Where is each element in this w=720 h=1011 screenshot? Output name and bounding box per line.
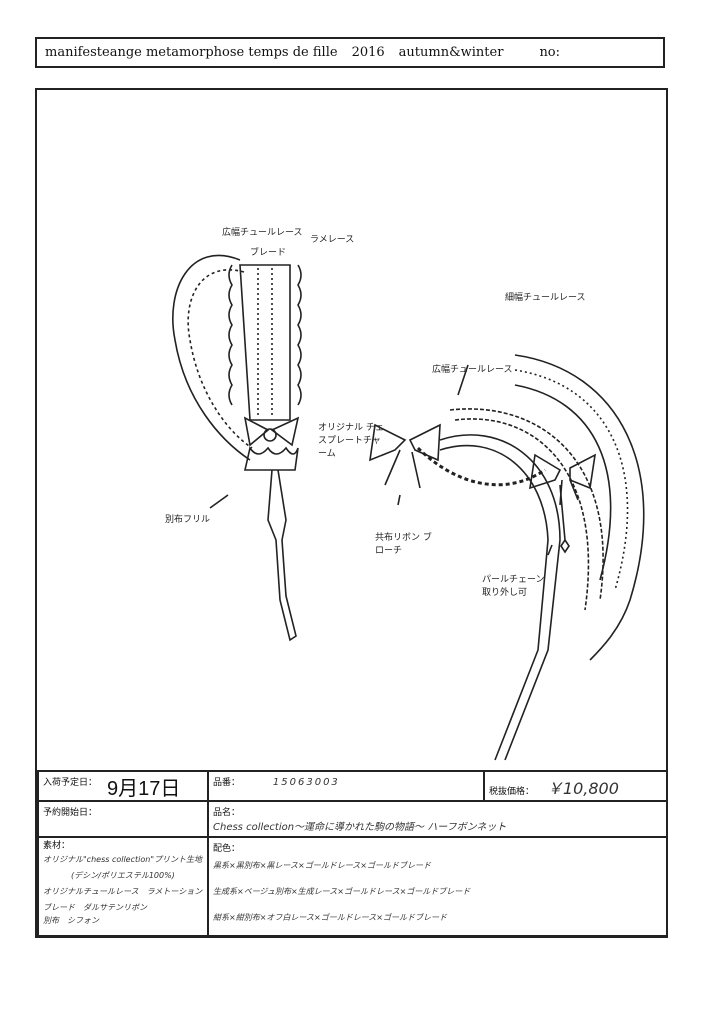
year: 2016 <box>351 45 385 60</box>
item-no-label: 品番： <box>213 778 241 788</box>
item-no-value: 15063003 <box>272 777 340 788</box>
bonnet-bow <box>243 416 300 447</box>
annotation-charm: オリジナル チェスプレートチャーム <box>318 423 384 459</box>
season: autumn&winter <box>398 45 504 60</box>
drawing-frame <box>35 88 668 938</box>
annotation-lame-lace: ラメレース <box>310 235 355 245</box>
bonnet-arc-outer <box>514 354 645 661</box>
name-label: 品名： <box>213 808 241 818</box>
bonnet-side-brim <box>172 254 251 461</box>
material-item: ブレード ダルサテンリボン <box>43 903 147 912</box>
pearl-chain <box>416 446 546 487</box>
price-value: ￥10,800 <box>546 779 619 798</box>
bonnet-arc-frill <box>449 408 604 611</box>
color-label: 配色： <box>213 844 241 854</box>
price-label: 税抜価格： <box>489 787 535 797</box>
number-label: no: <box>539 45 561 60</box>
name-value: Chess collection〜運命に導かれた駒の物語〜 ハーフボンネット <box>213 822 507 833</box>
spec-table: 入荷予定日： 9月17日 品番： 15063003 税抜価格： ￥10,800 … <box>37 770 668 937</box>
brand-title: manifesteange metamorphose temps de fill… <box>45 45 338 60</box>
color-option: 生成系×ベージュ別布×生成レース×ゴールドレース×ゴールドブレード <box>213 887 471 896</box>
annotation-wide-tulle-lace: 広幅チュールレース <box>222 228 303 238</box>
annotation-narrow-tulle-lace: 細幅チュールレース <box>505 293 586 303</box>
bonnet-lower-frill <box>243 446 299 471</box>
bonnet-band <box>239 264 291 421</box>
annotation-ribbon-brooch: 共布リボン ブローチ <box>375 533 432 556</box>
annotation-braid: ブレード <box>250 248 287 258</box>
bow-left <box>369 423 441 489</box>
arrival-label: 入荷予定日： <box>43 778 98 788</box>
material-label: 素材： <box>43 841 71 851</box>
reservation-label: 予約開始日： <box>43 808 98 818</box>
annotation-fabric-frill: 別布フリル <box>165 515 211 525</box>
material-item: オリジナル"chess collection"プリント生地 <box>43 855 203 864</box>
bonnet-frill <box>228 264 302 406</box>
material-item: 別布 シフォン <box>43 916 99 925</box>
color-option: 紺系×紺別布×オフ白レース×ゴールドレース×ゴールドブレード <box>213 913 448 922</box>
arrival-value: 9月17日 <box>107 778 181 800</box>
color-option: 黒系×黒別布×黒レース×ゴールドレース×ゴールドブレード <box>213 861 432 870</box>
sheet-header: manifesteange metamorphose temps de fill… <box>35 37 665 68</box>
bonnet-headband <box>439 434 561 761</box>
bonnet-ribbon <box>267 469 297 642</box>
material-item: (デシン/ポリエステル100%) <box>71 871 175 880</box>
annotation-wide-tulle-lace-2: 広幅チュールレース <box>432 365 513 375</box>
annotation-pearl-chain: パールチェーン 取り外し可 <box>482 575 545 598</box>
bow-right <box>529 453 597 506</box>
material-item: オリジナルチュールレース ラメトーション <box>43 887 203 896</box>
